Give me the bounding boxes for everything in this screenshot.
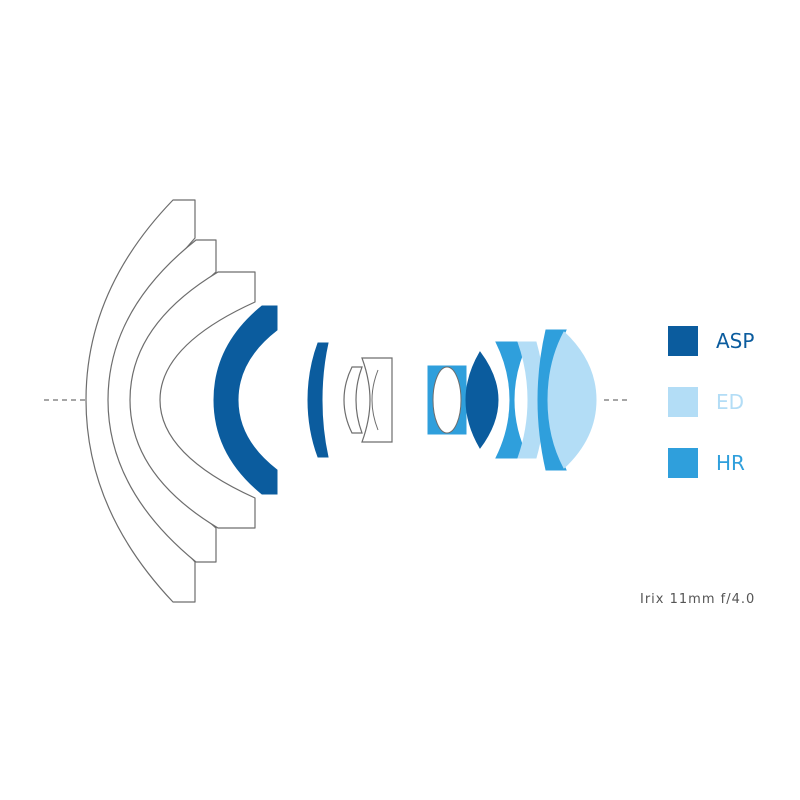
legend-label-asp: ASP: [716, 329, 755, 353]
lens-element-4-asp: [213, 305, 278, 495]
legend-swatch-asp: [668, 326, 698, 356]
legend-item-asp: ASP: [668, 326, 754, 356]
legend-swatch-hr: [668, 448, 698, 478]
lens-element-7: [361, 357, 393, 443]
lens-element-5-asp: [307, 342, 329, 458]
lens-element-6: [343, 366, 363, 434]
lens-element-8-core: [432, 366, 462, 434]
lens-element-7-inner: [371, 369, 379, 431]
legend-swatch-ed: [668, 387, 698, 417]
lens-element-3: [129, 271, 256, 529]
legend-label-ed: ED: [716, 390, 745, 414]
lens-element-13-ed: [547, 331, 597, 469]
legend-item-ed: ED: [668, 387, 744, 417]
legend-item-hr: HR: [668, 448, 745, 478]
lens-element-9-asp: [465, 351, 499, 449]
legend-label-hr: HR: [716, 451, 745, 475]
lens-caption: Irix 11mm f/4.0: [640, 592, 756, 607]
